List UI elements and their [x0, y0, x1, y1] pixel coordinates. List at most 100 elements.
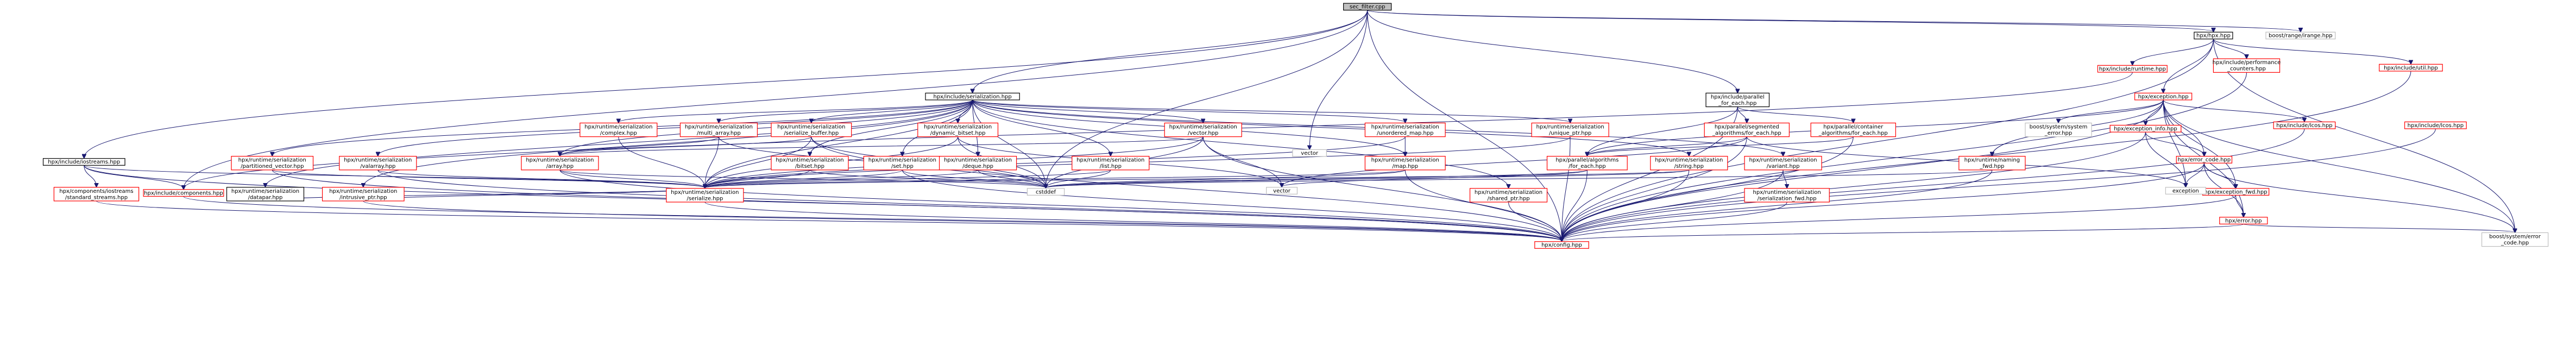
- node-include-serialization[interactable]: hpx/include/serialization.hpp: [925, 92, 1020, 100]
- edge-exception_fwd-to-error_hpp: [2235, 195, 2244, 216]
- node-label: hpx/parallel/algorithms: [1555, 158, 1618, 164]
- node-box: [1744, 188, 1830, 203]
- node-components-streams[interactable]: hpx/components/iostreams/standard_stream…: [53, 187, 140, 202]
- node-label: /serialize_buffer.hpp: [784, 130, 839, 136]
- edge-root-to-boost_range: [1367, 10, 2301, 32]
- node-label: hpx/parallel/segmented: [1715, 124, 1779, 130]
- edge-root-to-include_components: [184, 10, 1368, 189]
- node-ser-string[interactable]: hpx/runtime/serialization/string.hpp: [1650, 156, 1728, 171]
- node-include-util[interactable]: hpx/include/util.hpp: [2379, 64, 2443, 72]
- node-ser-variant[interactable]: hpx/runtime/serialization/variant.hpp: [1744, 156, 1822, 171]
- node-label: _counters.hpp: [2227, 66, 2266, 72]
- edge-include_lcos-to-config_hpp: [1562, 128, 2305, 241]
- node-ser-complex[interactable]: hpx/runtime/serialization/complex.hpp: [580, 122, 658, 137]
- node-ser-bitset[interactable]: hpx/runtime/serialization/bitset.hpp: [771, 156, 849, 171]
- node-exception-std[interactable]: exception: [2165, 187, 2206, 194]
- node-exception-fwd[interactable]: hpx/exception_fwd.hpp: [2202, 188, 2270, 196]
- node-container-for-each[interactable]: hpx/parallel/container_algorithms/for_ea…: [1810, 122, 1896, 137]
- node-boost-system-error-code[interactable]: boost/system/error_code.hpp: [2481, 232, 2549, 247]
- node-label: hpx/runtime/serialization: [329, 188, 397, 194]
- node-ser-serialize[interactable]: hpx/runtime/serialization/serialize.hpp: [666, 188, 744, 203]
- edge-ser_string-to-config_hpp: [1562, 169, 1690, 241]
- edge-ser_array-to-ser_serialize: [559, 169, 705, 188]
- node-boost-range[interactable]: boost/range/irange.hpp: [2265, 32, 2336, 40]
- node-label: /complex.hpp: [600, 130, 637, 136]
- node-label: hpx/include/performance: [2213, 60, 2281, 66]
- node-box: [226, 187, 305, 202]
- node-ser-set[interactable]: hpx/runtime/serialization/set.hpp: [863, 156, 942, 171]
- node-ser-unordered-map[interactable]: hpx/runtime/serialization/unordered_map.…: [1364, 122, 1446, 137]
- edge-naming_fwd-to-config_hpp: [1562, 169, 1993, 241]
- node-segmented-for-each[interactable]: hpx/parallel/segmented_algorithms/for_ea…: [1704, 122, 1790, 137]
- node-box: [1364, 122, 1446, 137]
- node-include-perf[interactable]: hpx/include/performance_counters.hpp: [2213, 58, 2281, 73]
- edge-ser_bitset-to-ser_serialize: [705, 169, 810, 188]
- node-box: [2273, 121, 2336, 129]
- node-ser-partitioned-vector[interactable]: hpx/runtime/serialization/partitioned_ve…: [231, 156, 314, 171]
- edge-include_serialization-to-ser_shared_ptr: [972, 99, 1509, 188]
- node-boost-system-api[interactable]: boost/system/system_error.hpp: [2025, 122, 2092, 137]
- node-hpx-hpp[interactable]: hpx/hpx.hpp: [2194, 32, 2233, 40]
- node-include-lcos[interactable]: hpx/include/lcos.hpp: [2273, 121, 2336, 129]
- node-parallel-for-each[interactable]: hpx/include/parallel_for_each.hpp: [1705, 92, 1770, 108]
- node-vector-std2[interactable]: vector: [1266, 187, 1298, 194]
- node-ser-array[interactable]: hpx/runtime/serialization/array.hpp: [521, 156, 599, 171]
- node-ser-datapar[interactable]: hpx/runtime/serialization/datapar.hpp: [226, 187, 305, 202]
- node-algo-for-each[interactable]: hpx/parallel/algorithms/for_each.hpp: [1546, 156, 1628, 171]
- edge-algo_for_each-to-vector_std2: [1282, 169, 1588, 187]
- node-ser-valarray[interactable]: hpx/runtime/serialization/valarray.hpp: [339, 156, 417, 171]
- node-naming-fwd[interactable]: hpx/runtime/naming_fwd.hpp: [1958, 156, 2026, 171]
- node-label: hpx/runtime/serialization: [526, 158, 594, 164]
- node-lcos-hpp[interactable]: hpx/include/lcos.hpp: [2404, 121, 2467, 129]
- node-box: [42, 158, 125, 166]
- node-box: [2097, 65, 2168, 73]
- edge-exception_hpp-to-boost_system_api: [2058, 99, 2164, 122]
- node-ser-deque[interactable]: hpx/runtime/serialization/deque.hpp: [939, 156, 1017, 171]
- node-iostreams-hpp[interactable]: hpx/include/iostreams.hpp: [42, 158, 125, 166]
- node-exception-hpp[interactable]: hpx/exception.hpp: [2134, 92, 2193, 100]
- node-ser-serialization-fwd[interactable]: hpx/runtime/serialization/serialization_…: [1744, 188, 1830, 203]
- node-ser-unique-ptr[interactable]: hpx/runtime/serialization/unique_ptr.hpp: [1531, 122, 1609, 137]
- node-box: [231, 156, 314, 171]
- edge-include_serialization-to-cstddef: [972, 99, 1046, 188]
- node-root[interactable]: sec_filter.cpp: [1343, 3, 1392, 11]
- node-ser-shared-ptr[interactable]: hpx/runtime/serialization/shared_ptr.hpp: [1469, 188, 1548, 203]
- node-label: _code.hpp: [2501, 240, 2529, 246]
- node-exception-info[interactable]: hpx/exception_info.hpp: [2109, 124, 2182, 133]
- node-error-code[interactable]: hpx/error_code.hpp: [2176, 156, 2233, 164]
- node-ser-serialize-buffer[interactable]: hpx/runtime/serialization/serialize_buff…: [771, 122, 852, 137]
- node-include-components[interactable]: hpx/include/components.hpp: [143, 189, 224, 197]
- node-ser-list[interactable]: hpx/runtime/serialization/list.hpp: [1072, 156, 1150, 171]
- edge-ser_variant-to-ser_serialization_fwd: [1783, 169, 1787, 188]
- edge-iostreams_hpp-to-components_streams: [84, 165, 97, 186]
- edge-root-to-vector_std: [1309, 10, 1368, 149]
- edge-ser_map-to-ser_serialize: [705, 169, 1406, 188]
- node-label: hpx/error.hpp: [2225, 218, 2262, 224]
- edge-root-to-parallel_for_each: [1367, 10, 1738, 93]
- node-label: /serialize.hpp: [686, 196, 723, 202]
- node-config-hpp[interactable]: hpx/config.hpp: [1534, 241, 1589, 249]
- node-label: hpx/runtime/serialization: [1371, 158, 1439, 164]
- node-include-runtime[interactable]: hpx/include/runtime.hpp: [2097, 65, 2168, 73]
- edge-exception_hpp-to-exception_std: [2163, 99, 2185, 187]
- node-label: /serialization_fwd.hpp: [1758, 196, 1817, 202]
- node-ser-vector[interactable]: hpx/runtime/serialization/vector.hpp: [1164, 122, 1242, 137]
- node-box: [666, 188, 744, 203]
- node-ser-multi-array[interactable]: hpx/runtime/serialization/multi_array.hp…: [679, 122, 758, 137]
- edge-include_serialization-to-ser_intrusive_ptr: [363, 99, 973, 187]
- node-ser-intrusive-ptr[interactable]: hpx/runtime/serialization/intrusive_ptr.…: [322, 187, 405, 202]
- edge-hpx_hpp-to-include_util: [2213, 39, 2411, 64]
- node-label: hpx/config.hpp: [1541, 242, 1582, 248]
- node-cstddef[interactable]: cstddef: [1026, 188, 1065, 196]
- edge-ser_serialization_fwd-to-config_hpp: [1562, 202, 1787, 241]
- node-ser-map[interactable]: hpx/runtime/serialization/map.hpp: [1364, 156, 1446, 171]
- node-label: hpx/exception.hpp: [2138, 94, 2189, 100]
- node-box: [1266, 187, 1298, 194]
- node-label: _error.hpp: [2044, 130, 2073, 136]
- node-vector-std[interactable]: vector: [1292, 149, 1327, 157]
- node-label: _for_each.hpp: [1718, 100, 1756, 106]
- node-ser-dynamic-bitset[interactable]: hpx/runtime/serialization/dynamic_bitset…: [917, 122, 999, 137]
- node-error-hpp[interactable]: hpx/error.hpp: [2219, 217, 2268, 225]
- edge-ser_valarray-to-ser_serialize: [377, 169, 705, 188]
